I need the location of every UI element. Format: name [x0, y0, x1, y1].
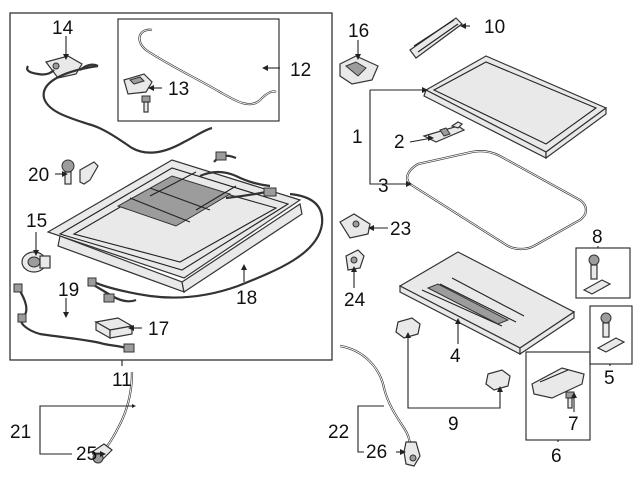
- assembly-frame-box: [9, 12, 333, 361]
- callout-11: 11: [112, 370, 132, 391]
- callout-22: 22: [328, 422, 349, 443]
- cable-bracket-part-14: [26, 55, 99, 79]
- bolt-part-13: [141, 95, 151, 113]
- bracket-box-part-6: [525, 351, 591, 441]
- callout-12: 12: [290, 60, 311, 81]
- glass-seal-part-3: [406, 150, 588, 251]
- handle-part-9a: [395, 317, 421, 339]
- glass-panel-part-1: [423, 55, 608, 160]
- callout-24: 24: [344, 290, 366, 311]
- arrowheads: [33, 23, 577, 457]
- callout-2: 2: [394, 132, 405, 153]
- motor-part-15: [21, 251, 51, 273]
- callout-19: 19: [58, 280, 79, 301]
- callout-26: 26: [366, 442, 387, 463]
- callout-labels: 14 12 13 20 15 18 19 17 11 21 25 16 10 1…: [10, 17, 615, 467]
- bolt-bracket-part-20: [61, 159, 99, 185]
- clip-part-13: [123, 73, 153, 95]
- callout-13: 13: [168, 79, 189, 100]
- callout-17: 17: [148, 319, 169, 340]
- callout-9: 9: [448, 414, 459, 435]
- sunroof-frame-part-18: [46, 151, 324, 299]
- callout-8: 8: [592, 227, 603, 248]
- callout-21: 21: [10, 422, 31, 443]
- callout-3: 3: [378, 176, 389, 197]
- drain-hose-part-22: [339, 344, 412, 447]
- callout-15: 15: [26, 211, 47, 232]
- callout-1: 1: [352, 127, 363, 148]
- callout-14: 14: [52, 18, 74, 39]
- grommet-part-26: [403, 441, 421, 467]
- seal-part-12: [138, 28, 277, 106]
- drain-hose: [42, 64, 213, 154]
- callout-16: 16: [348, 21, 369, 42]
- callout-4: 4: [450, 346, 461, 367]
- module-part-17: [94, 317, 134, 340]
- callout-18: 18: [236, 288, 257, 309]
- subassembly-box-12: [117, 18, 280, 122]
- deflector-part-10: [409, 17, 463, 59]
- callout-20: 20: [28, 165, 49, 186]
- callout-7: 7: [568, 414, 579, 435]
- callout-10: 10: [484, 17, 505, 38]
- callout-23: 23: [390, 219, 411, 240]
- screw-bracket-part-5: [589, 305, 633, 365]
- callout-5: 5: [604, 368, 615, 389]
- callout-6: 6: [551, 446, 562, 467]
- callout-25: 25: [76, 444, 97, 465]
- bracket-part-16: [339, 55, 379, 85]
- wire-harness-part-19: [13, 277, 137, 353]
- screw-bracket-part-8: [575, 247, 631, 299]
- handle-part-9b: [485, 369, 511, 391]
- sunshade-part-4: [398, 251, 576, 356]
- fastener-part-24: [345, 249, 365, 271]
- clip-part-23: [339, 213, 371, 239]
